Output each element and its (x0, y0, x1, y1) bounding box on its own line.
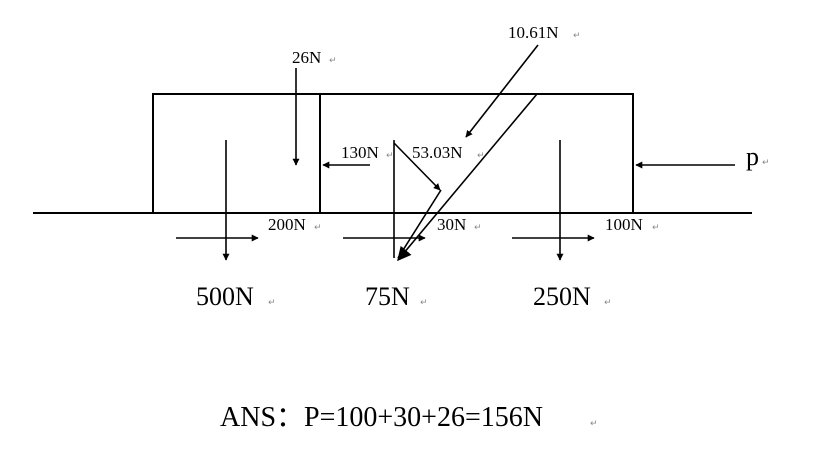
label-500n: 500N (196, 282, 254, 311)
label-250n: 250N (533, 282, 591, 311)
triangle-leg (397, 189, 442, 259)
label-53-03n: 53.03N (412, 143, 463, 162)
diagonal-force-line (397, 93, 538, 262)
return-mark: ↵ (420, 298, 428, 308)
block-left (152, 93, 321, 214)
label-30n: 30N (437, 215, 466, 234)
return-mark: ↵ (652, 223, 660, 233)
label-26n: 26N (292, 48, 321, 67)
label-75n: 75N (365, 282, 410, 311)
label-10-61n: 10.61N (508, 23, 559, 42)
return-mark: ↵ (329, 56, 337, 66)
return-mark: ↵ (268, 298, 276, 308)
answer-text: ANS：P=100+30+26=156N (220, 402, 543, 433)
label-200n: 200N (268, 215, 306, 234)
force-arrow-10-61 (465, 44, 539, 138)
label-130n: 130N (341, 143, 379, 162)
return-mark: ↵ (314, 223, 322, 233)
return-mark: ↵ (604, 298, 612, 308)
return-mark: ↵ (477, 151, 485, 161)
return-mark: ↵ (386, 151, 394, 161)
label-100n: 100N (605, 215, 643, 234)
label-p: p (746, 142, 759, 171)
force-arrow-53-03 (393, 142, 441, 191)
return-mark: ↵ (573, 31, 581, 41)
return-mark: ↵ (474, 223, 482, 233)
return-mark: ↵ (762, 158, 770, 168)
return-mark: ↵ (590, 419, 598, 429)
block-right (319, 93, 634, 214)
